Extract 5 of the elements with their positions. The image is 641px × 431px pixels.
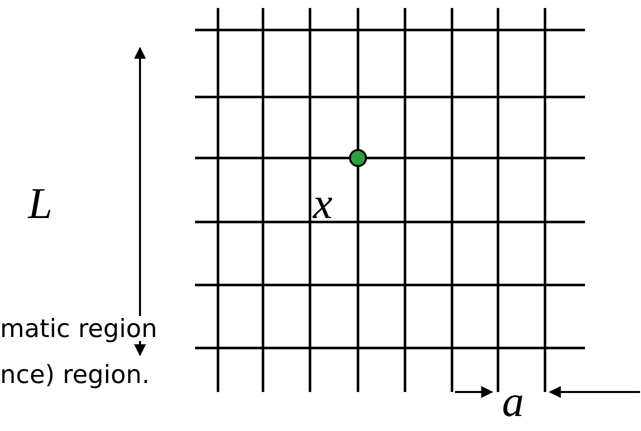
caption-text: matic region <box>0 316 158 341</box>
dimension-label: L <box>28 182 52 226</box>
dimension-label: a <box>502 380 524 424</box>
point-label: x <box>313 182 333 226</box>
caption-text: nce) region. <box>0 362 150 387</box>
